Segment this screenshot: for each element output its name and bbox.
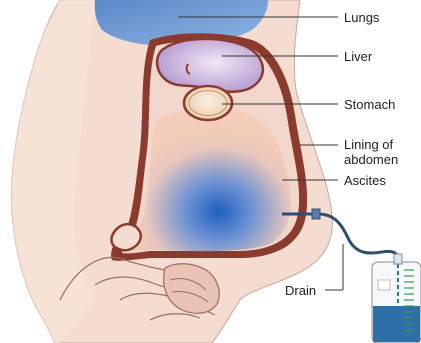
stomach-organ — [184, 86, 232, 120]
ascites-label: Ascites — [344, 173, 386, 188]
lining-label-line2: abdomen — [344, 152, 398, 167]
drain-label: Drain — [285, 283, 316, 298]
drainage-bag — [372, 254, 421, 343]
bladder-organ — [111, 224, 140, 250]
ascites-fluid — [130, 109, 291, 251]
drain-connector — [312, 209, 320, 219]
liver-organ — [157, 39, 263, 92]
stomach-label: Stomach — [344, 97, 395, 112]
liver-label: Liver — [344, 49, 372, 64]
lining-label-line1: Lining of — [344, 137, 393, 152]
lungs-label: Lungs — [344, 10, 379, 25]
